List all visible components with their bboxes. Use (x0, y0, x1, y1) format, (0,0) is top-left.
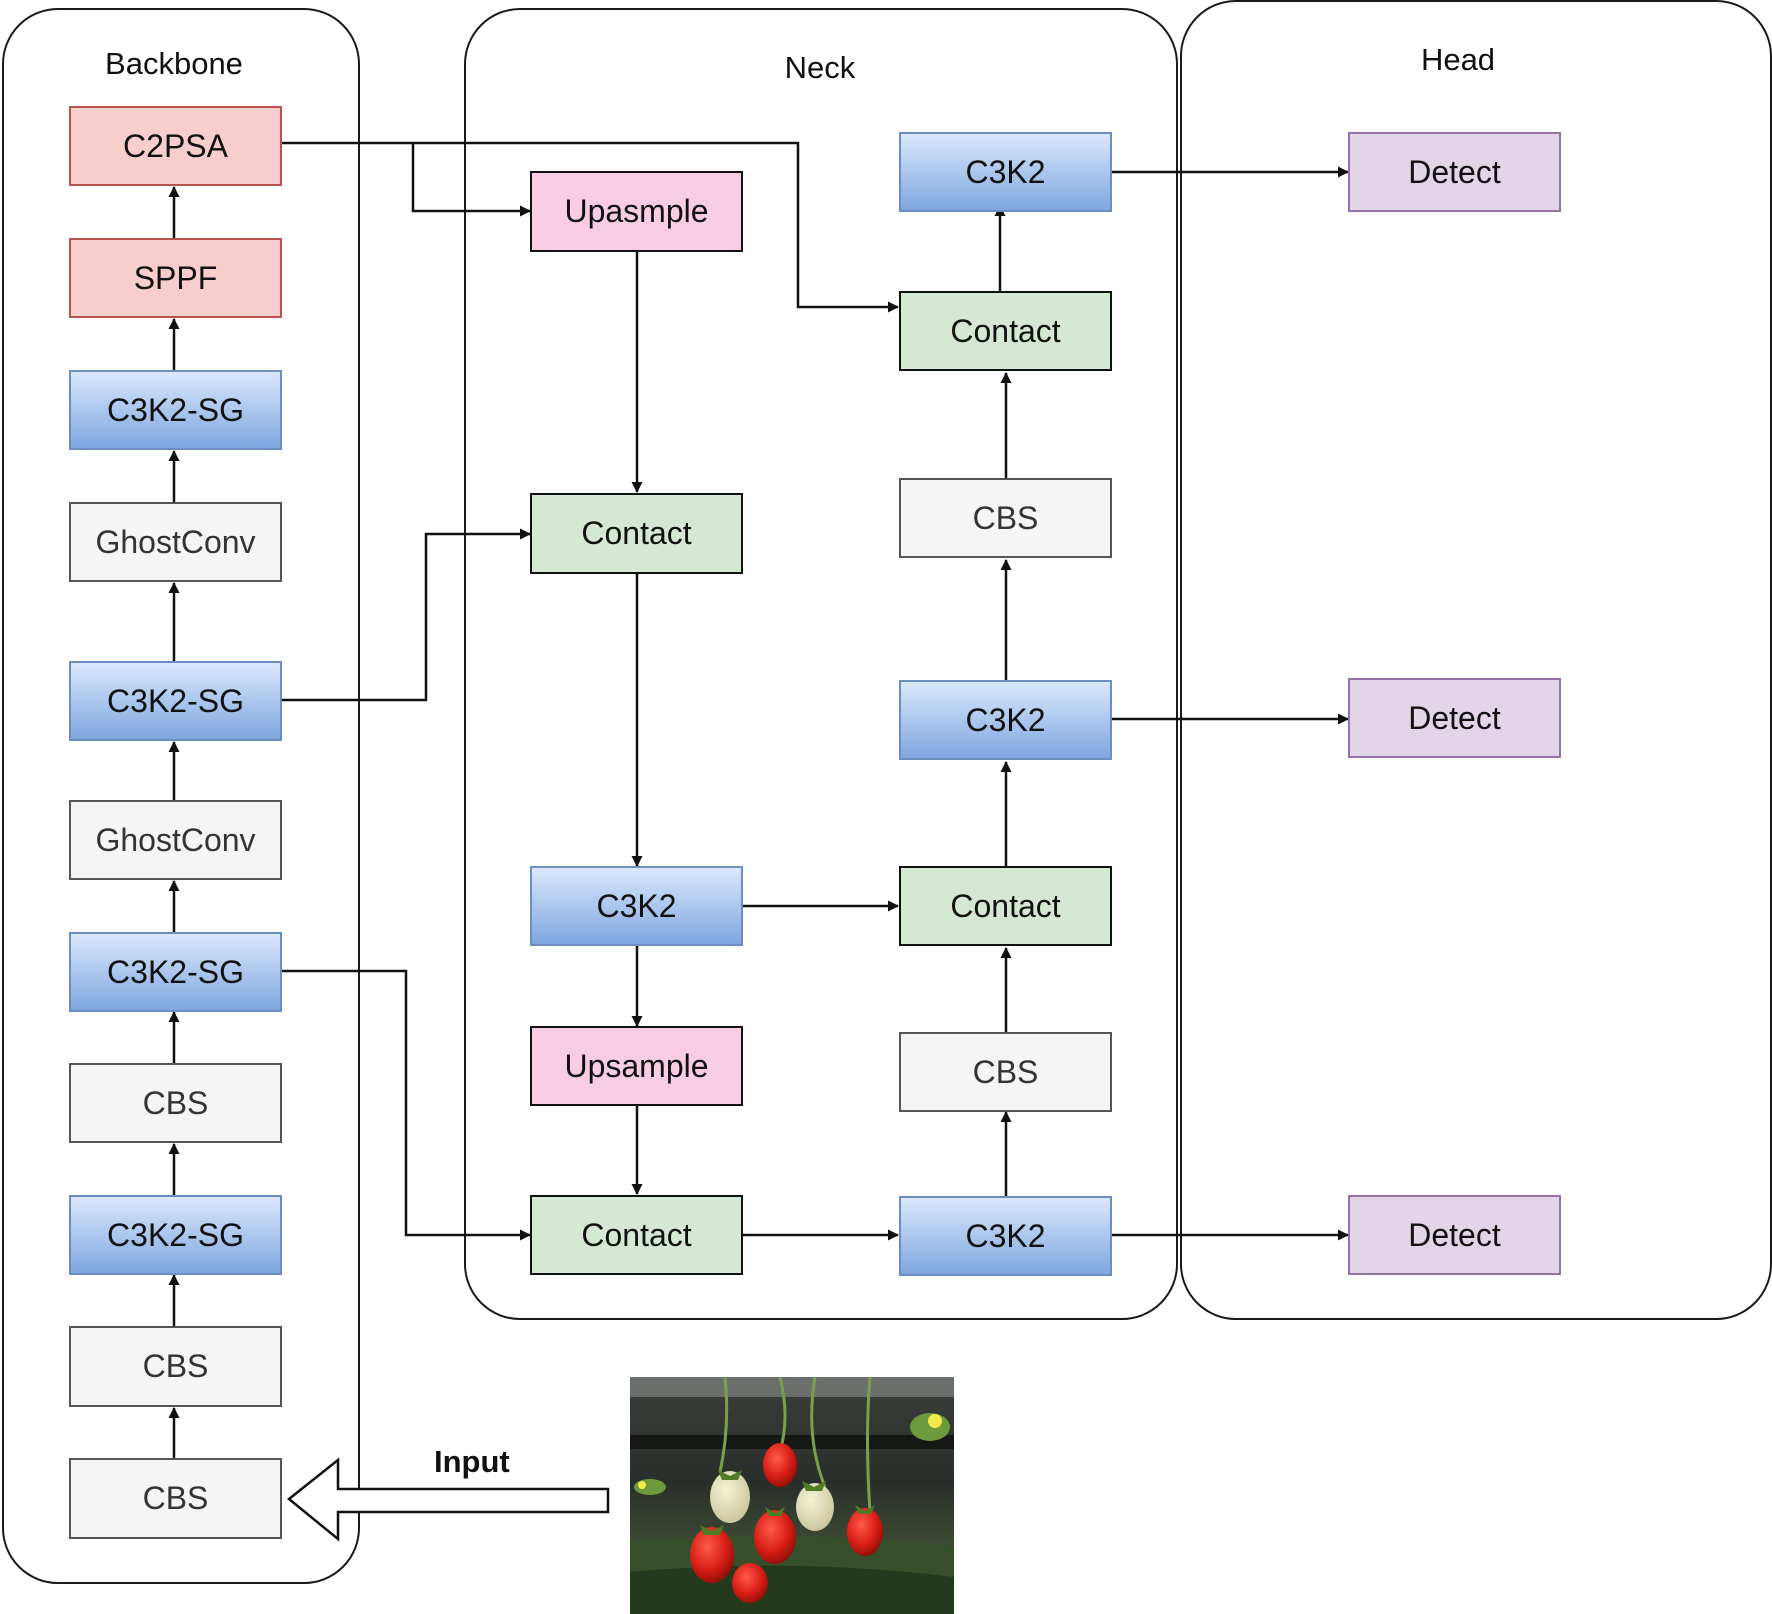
head-panel (1180, 0, 1772, 1320)
ghostconv-block-1: GhostConv (69, 800, 282, 880)
input-image (630, 1377, 954, 1614)
upsample-block-1: Upasmple (530, 171, 743, 252)
c3k2-block-mid: C3K2 (899, 680, 1112, 760)
ghostconv-block-2: GhostConv (69, 502, 282, 582)
input-label: Input (434, 1444, 510, 1479)
detect-block-top: Detect (1348, 132, 1561, 212)
c3k2-block-1: C3K2 (530, 866, 743, 946)
backbone-panel (2, 8, 360, 1584)
backbone-title: Backbone (105, 46, 243, 81)
c3k2-block-bottom: C3K2 (899, 1196, 1112, 1276)
cbs-block-3: CBS (69, 1063, 282, 1143)
neck-title: Neck (784, 50, 856, 85)
c3k2-sg-block-2: C3K2-SG (69, 932, 282, 1012)
arrow-c3k2sg3-contact1 (282, 528, 531, 702)
contact-block-top: Contact (899, 291, 1112, 371)
upsample-block-2: Upsample (530, 1026, 743, 1106)
head-title: Head (1420, 42, 1496, 77)
arrow-c2psa-upsample (282, 141, 531, 217)
neck-panel (464, 8, 1178, 1320)
cbs-block-mid: CBS (899, 1032, 1112, 1112)
cbs-block-1: CBS (69, 1458, 282, 1539)
c3k2-sg-block-4: C3K2-SG (69, 370, 282, 450)
detect-block-mid: Detect (1348, 678, 1561, 758)
contact-block-2: Contact (530, 1195, 743, 1275)
arrow-c3k2sg2-contact2 (282, 969, 531, 1241)
contact-block-mid: Contact (899, 866, 1112, 946)
strawberry-photo (630, 1377, 954, 1614)
detect-block-bottom: Detect (1348, 1195, 1561, 1275)
input-arrow (287, 1457, 610, 1542)
contact-block-1: Contact (530, 493, 743, 574)
sppf-block: SPPF (69, 238, 282, 318)
c3k2-sg-block-1: C3K2-SG (69, 1195, 282, 1275)
c2psa-block: C2PSA (69, 106, 282, 186)
arrow-c2psa-contact-top (413, 141, 899, 313)
c3k2-sg-block-3: C3K2-SG (69, 661, 282, 741)
c3k2-block-top: C3K2 (899, 132, 1112, 212)
cbs-block-top: CBS (899, 478, 1112, 558)
cbs-block-2: CBS (69, 1326, 282, 1407)
